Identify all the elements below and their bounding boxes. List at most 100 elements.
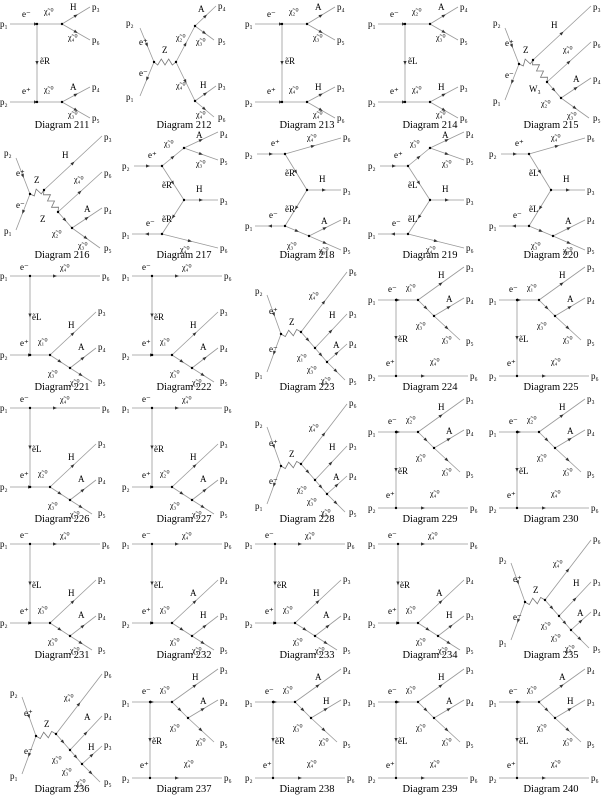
arrow-icon — [315, 600, 320, 605]
particle-label: p₃ — [587, 185, 595, 195]
particle-label: Z — [523, 45, 529, 55]
arrow-icon — [298, 776, 302, 780]
arrow-icon — [566, 188, 570, 192]
diagram-caption: Diagram 228 — [279, 514, 334, 525]
particle-label: e⁻ — [22, 9, 31, 19]
particle-label: χ̃₃⁰ — [405, 685, 416, 694]
particle-label: ẽL — [529, 204, 539, 214]
particle-label: ẽR — [398, 466, 408, 476]
vertex — [68, 366, 72, 370]
vertex — [436, 634, 440, 638]
arrow-icon — [511, 79, 515, 84]
particle-label: χ̃₄⁰ — [59, 263, 70, 272]
arrow-icon — [538, 205, 543, 210]
particle-label: p₂ — [122, 482, 130, 492]
vertex — [307, 234, 311, 238]
arrow-icon — [268, 224, 272, 228]
arrow-icon — [315, 684, 320, 688]
particle-label: e⁺ — [513, 574, 522, 584]
arrow-icon — [28, 581, 32, 586]
diagram-caption: Diagram 219 — [402, 250, 457, 261]
vertex — [537, 298, 541, 302]
particle-label: e⁺ — [16, 168, 25, 178]
arrow-icon — [444, 325, 449, 330]
particle-label: χ̃₃⁰ — [47, 369, 58, 378]
arrow-icon — [183, 42, 187, 47]
particle-label: p₆ — [349, 266, 357, 276]
particle-label: e⁺ — [507, 490, 516, 500]
arrow-icon — [421, 776, 425, 780]
particle-label: p₁ — [489, 295, 497, 305]
arrow-icon — [578, 619, 583, 624]
vertex — [28, 621, 32, 625]
vertex — [28, 406, 32, 410]
particle-label: H — [563, 174, 570, 184]
arrow-icon — [396, 298, 400, 302]
particle-label: e⁺ — [507, 760, 516, 770]
particle-label: p₁ — [245, 539, 253, 549]
arrow-icon — [62, 217, 67, 222]
particle-label: p₃ — [349, 440, 357, 450]
vertex — [396, 542, 400, 546]
arrow-icon — [175, 406, 179, 410]
particle-label: χ̃₃⁰ — [159, 605, 170, 614]
vertex — [553, 314, 557, 318]
particle-label: p₄ — [466, 574, 474, 584]
particle-label: χ̃₃⁰ — [314, 646, 325, 655]
particle-label: χ̃₄⁰ — [67, 33, 78, 42]
particle-label: p₃ — [343, 185, 351, 195]
particle-label: p₆ — [470, 371, 478, 381]
particle-label: p₅ — [593, 113, 601, 123]
particle-label: p₆ — [224, 403, 232, 413]
particle-label: χ̃₃⁰ — [306, 497, 317, 506]
arrow-icon — [170, 155, 175, 160]
particle-label: χ̃₂⁰ — [159, 469, 170, 478]
particle-label: χ̃₄⁰ — [59, 531, 70, 540]
vertex — [28, 485, 32, 489]
particle-label: p₄ — [104, 710, 112, 720]
particle-label: ẽL — [408, 56, 418, 66]
particle-label: p₅ — [587, 336, 595, 346]
particle-label: e⁻ — [392, 218, 401, 228]
particle-label: A — [446, 696, 453, 706]
vertex — [428, 198, 432, 202]
particle-label: p₃ — [98, 438, 106, 448]
particle-label: p₁ — [122, 697, 130, 707]
particle-label: χ̃₃⁰ — [562, 335, 573, 344]
vertex — [160, 164, 164, 168]
particle-label: e⁺ — [515, 138, 524, 148]
arrow-icon — [538, 228, 543, 232]
particle-label: p₂ — [122, 773, 130, 783]
diagram-caption: Diagram 234 — [402, 650, 458, 661]
arrow-icon — [310, 145, 315, 149]
arrow-icon — [26, 714, 30, 719]
particle-label: χ̃₃⁰ — [47, 637, 58, 646]
arrow-icon — [423, 437, 428, 442]
vertex — [68, 634, 72, 638]
diagram-caption: Diagram 216 — [34, 250, 89, 261]
arrow-icon — [294, 205, 299, 210]
particle-label: p₁ — [126, 92, 134, 102]
particle-label: ẽL — [32, 580, 42, 590]
particle-label: p₆ — [102, 271, 110, 281]
particle-label: χ̃₄⁰ — [550, 357, 561, 366]
arrow-icon — [150, 700, 154, 704]
arrow-icon — [28, 445, 32, 450]
particle-label: ẽL — [398, 736, 408, 746]
arrow-icon — [318, 107, 323, 111]
arrow-icon — [60, 739, 65, 744]
arrow-icon — [53, 542, 57, 546]
particle-label: χ̃₃⁰ — [77, 241, 88, 250]
arrow-icon — [76, 702, 81, 707]
arrow-icon — [572, 105, 577, 110]
particle-label: H — [551, 20, 558, 30]
arrow-icon — [391, 232, 395, 236]
particle-label: χ̃₄⁰ — [425, 245, 436, 254]
